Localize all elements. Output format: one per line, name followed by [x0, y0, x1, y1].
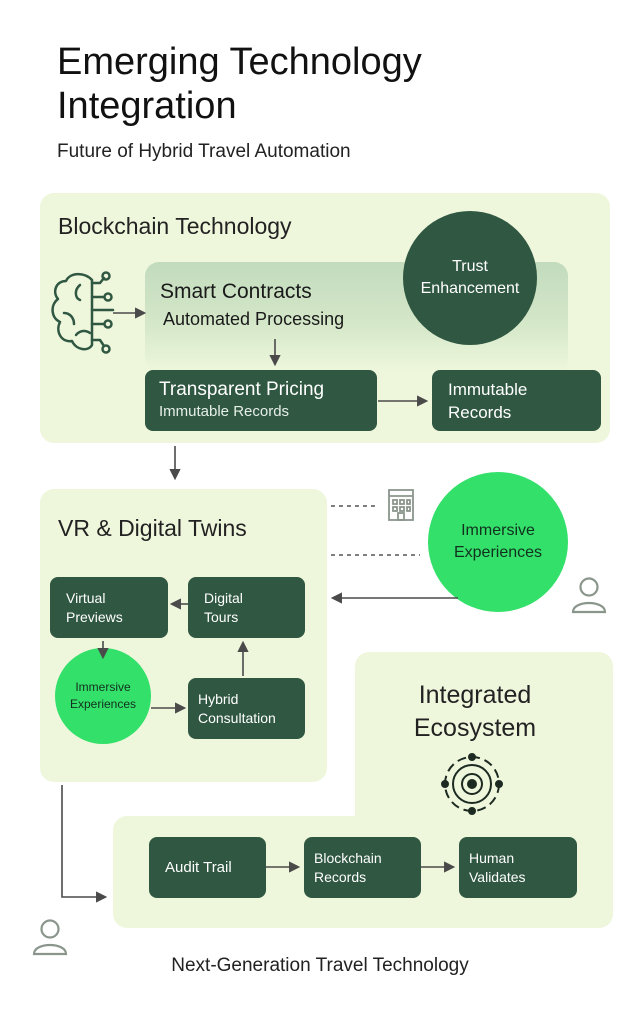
digital-tours-label: Digital Tours: [204, 590, 243, 625]
building-icon: [388, 489, 414, 521]
immersive-experiences-label: Immersive Experiences: [453, 522, 543, 561]
hybrid-consultation-node: Hybrid Consultation: [188, 678, 305, 739]
trust-enhancement-label: Trust Enhancement: [420, 258, 520, 297]
person-icon-bottom: [32, 919, 68, 956]
transparent-pricing-label: Transparent Pricing: [159, 379, 325, 400]
arrow-vr-to-ecosystem: [61, 785, 108, 903]
audit-trail-label: Audit Trail: [165, 859, 232, 876]
immersive-small-label: Immersive Experiences: [69, 680, 137, 711]
hybrid-consultation-label: Hybrid Consultation: [198, 691, 276, 726]
automated-processing-label: Automated Processing: [163, 309, 345, 329]
blockchain-title: Blockchain Technology: [58, 213, 292, 239]
trust-enhancement-node: Trust Enhancement: [403, 211, 537, 345]
immutable-records-node: Immutable Records: [432, 370, 601, 431]
page-subtitle: Future of Hybrid Travel Automation: [57, 141, 351, 162]
blockchain-records-node: Blockchain Records: [304, 837, 421, 898]
footer-text: Next-Generation Travel Technology: [171, 955, 469, 976]
brain-icon: [51, 271, 115, 354]
immersive-experiences-node: Immersive Experiences: [428, 472, 568, 612]
transparent-pricing-sub: Immutable Records: [159, 403, 290, 420]
immutable-records-label: Immutable Records: [448, 380, 528, 422]
digital-tours-node: Digital Tours: [188, 577, 305, 638]
virtual-previews-label: Virtual Previews: [66, 590, 123, 625]
ecosystem-title: Integrated Ecosystem: [413, 681, 537, 742]
smart-contracts-label: Smart Contracts: [160, 280, 312, 303]
human-validates-node: Human Validates: [459, 837, 577, 898]
page-title: Emerging Technology Integration: [57, 41, 422, 127]
blockchain-records-label: Blockchain Records: [314, 850, 382, 885]
person-icon: [571, 577, 607, 614]
human-validates-label: Human Validates: [469, 850, 526, 885]
virtual-previews-node: Virtual Previews: [50, 577, 168, 638]
immersive-small-node: Immersive Experiences: [55, 648, 151, 744]
audit-trail-node: Audit Trail: [149, 837, 266, 898]
transparent-pricing-node: Transparent Pricing Immutable Records: [145, 370, 377, 431]
vr-title: VR & Digital Twins: [58, 515, 247, 541]
ecosystem-icon: [441, 753, 503, 815]
